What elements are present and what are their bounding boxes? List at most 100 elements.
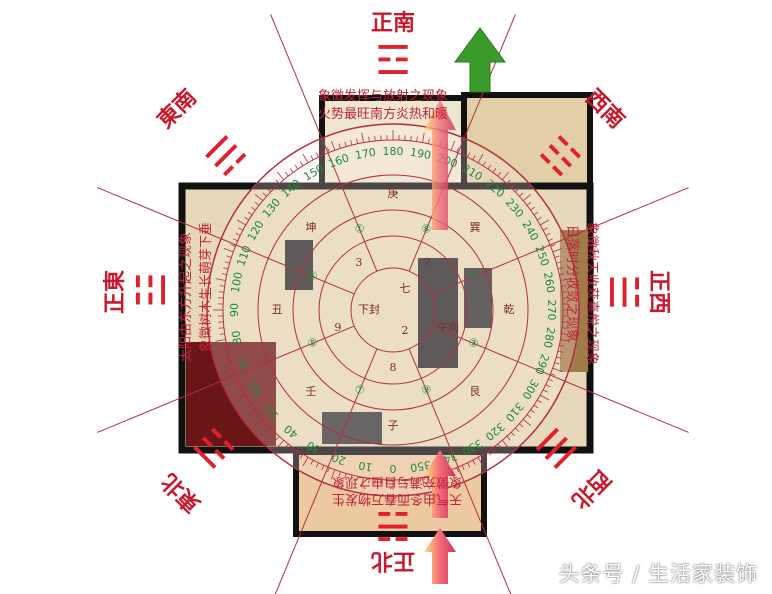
circled-number: ④ <box>468 270 478 283</box>
compass-tick <box>554 362 560 365</box>
compass-tick <box>276 171 285 181</box>
compass-tick <box>548 378 554 382</box>
sector-line <box>270 14 378 272</box>
compass-tick <box>215 278 226 281</box>
compass-tick <box>310 459 314 465</box>
sector-line <box>97 325 355 433</box>
center-label: 2 <box>402 324 409 337</box>
degree-label: 270 <box>545 300 558 321</box>
compass-tick <box>361 477 364 488</box>
compass-tick <box>467 462 471 468</box>
compass-tick <box>456 147 459 153</box>
compass-tick <box>321 149 325 155</box>
sector-line <box>431 187 689 295</box>
compass-tick <box>416 136 418 142</box>
sector-lines <box>97 14 689 594</box>
compass-tick <box>238 227 244 231</box>
north-note-2: 天气由冬而春万物发生 <box>332 491 462 507</box>
compass-tick <box>550 244 556 247</box>
compass-tick <box>219 333 225 335</box>
compass-tick <box>223 248 234 253</box>
compass-tick <box>554 255 560 258</box>
degree-label: 80 <box>229 330 244 346</box>
compass-tick <box>218 327 224 329</box>
compass-tick <box>236 394 246 401</box>
compass-tick <box>556 261 562 264</box>
compass-tick <box>350 474 353 480</box>
compass-tick <box>456 467 459 473</box>
compass-tick <box>315 152 319 158</box>
compass-ticks <box>213 130 573 490</box>
compass-tick <box>526 201 532 206</box>
compass-tick <box>533 404 539 409</box>
compass-tick <box>515 427 520 432</box>
compass-tick <box>533 211 539 216</box>
compass-tick <box>545 232 551 236</box>
compass-tick <box>410 135 412 141</box>
compass-tick <box>315 462 319 468</box>
kan-trigram-icon: ☵ <box>375 502 411 548</box>
direction-northeast: 東北 <box>156 468 206 518</box>
direction-north: 正北 <box>371 548 415 574</box>
compass-tick <box>350 140 353 146</box>
compass-tick <box>271 432 276 437</box>
degree-label: 280 <box>541 326 557 349</box>
compass-tick <box>410 479 412 485</box>
compass-tick <box>294 164 299 170</box>
degree-label: 20 <box>330 450 348 467</box>
degree-label: 350 <box>409 458 432 474</box>
compass-tick <box>247 404 253 409</box>
center-label: 乾 <box>504 303 515 316</box>
compass-tick <box>226 362 232 365</box>
compass-tick <box>344 141 347 147</box>
compass-tick <box>560 278 571 281</box>
center-label: 丑 <box>272 303 283 316</box>
compass-tick <box>556 356 562 359</box>
compass-tick <box>472 459 476 465</box>
compass-tick <box>542 389 548 393</box>
east-note-1: 太阳由东方升起之现象 <box>178 232 194 362</box>
compass-tick <box>244 216 250 221</box>
compass-tick <box>221 273 227 276</box>
degree-label: 170 <box>354 146 377 162</box>
compass-tick <box>310 155 314 161</box>
compass-tick <box>235 384 241 388</box>
compass-tick <box>497 443 502 449</box>
compass-tick <box>224 261 230 264</box>
compass-tick <box>510 183 515 188</box>
compass-tick <box>223 267 229 270</box>
compass-tick <box>254 201 260 206</box>
degree-label: 190 <box>409 146 432 162</box>
compass-ring-3 <box>257 174 529 446</box>
degree-label: 60 <box>247 380 265 399</box>
north-note-1: 象徵充满与自由之现象 <box>332 474 462 490</box>
compass-tick <box>540 219 550 226</box>
compass-tick <box>284 443 289 449</box>
compass-tick <box>510 432 515 437</box>
compass-tick <box>492 168 497 173</box>
west-note-1: 日落时分收敛之现象 <box>564 225 580 342</box>
watermark: 头条号 / 生活家装饰 <box>558 562 758 586</box>
center-label: 巽 <box>470 221 481 234</box>
circled-number: ⑨ <box>421 383 431 396</box>
cabinet-right <box>560 230 588 372</box>
circled-number: ③ <box>468 336 478 349</box>
degree-label: 0 <box>390 462 397 475</box>
center-label: 下封 <box>358 302 380 316</box>
compass-tick <box>542 227 548 231</box>
compass-tick <box>218 291 224 293</box>
compass-rose: 0102030405060708090100110120130140150160… <box>97 14 689 594</box>
compass-tick <box>515 188 520 193</box>
direction-east: 正東 <box>102 270 128 314</box>
compass-tick <box>230 373 236 376</box>
compass-tick <box>374 479 376 485</box>
compass-tick <box>559 344 565 347</box>
degree-label: 10 <box>357 458 373 473</box>
center-label: 9 <box>334 321 341 334</box>
compass-tick <box>238 389 244 393</box>
compass-tick <box>487 450 492 456</box>
compass-tick <box>501 171 510 181</box>
center-label: 7 <box>424 256 431 269</box>
annotations: 象徵发挥与放射之现象 火势最旺南方炎热和暖 象徵充满与自由之现象 天气由冬而春万… <box>178 88 599 507</box>
